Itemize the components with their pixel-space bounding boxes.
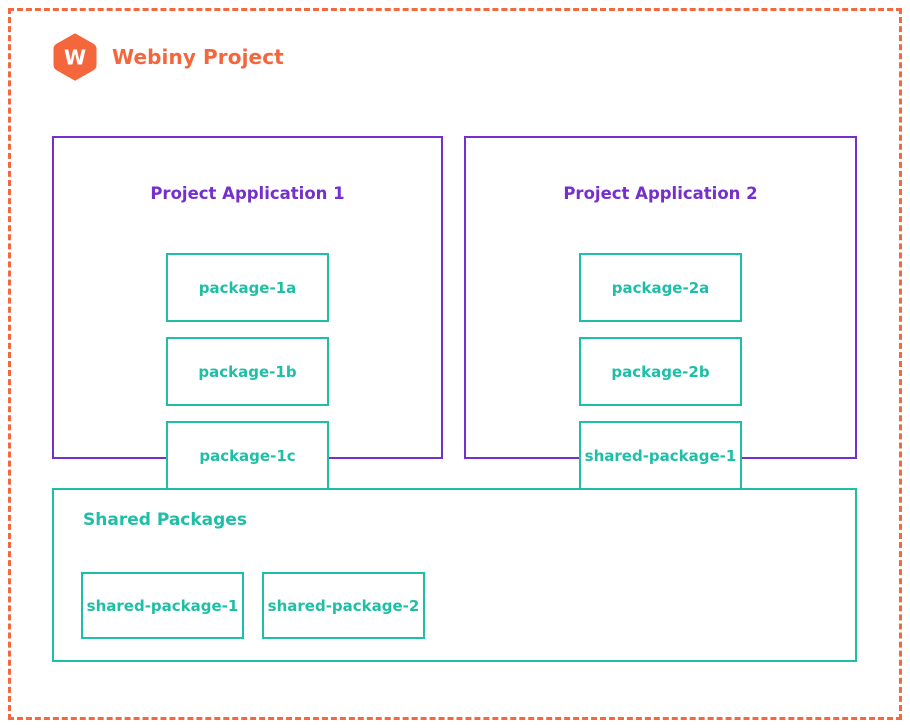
- svg-text:W: W: [64, 46, 86, 70]
- page-title: Webiny Project: [112, 45, 284, 69]
- project-application-panel-1: Project Application 1 package-1a package…: [52, 136, 443, 574]
- project-header: W Webiny Project: [52, 32, 284, 82]
- shared-packages-panel: Shared Packages shared-package-1 shared-…: [52, 488, 857, 662]
- project-boundary: [8, 8, 902, 720]
- webiny-hexagon-logo-icon: W: [52, 32, 98, 82]
- shared-packages-title: Shared Packages: [83, 510, 247, 530]
- package-box[interactable]: package-1b: [166, 337, 329, 406]
- package-box[interactable]: package-2b: [579, 337, 742, 406]
- package-box[interactable]: shared-package-1: [579, 421, 742, 490]
- package-box[interactable]: package-1a: [166, 253, 329, 322]
- package-box[interactable]: shared-package-1: [81, 572, 244, 639]
- shared-package-grid: shared-package-1 shared-package-2: [81, 572, 425, 639]
- application-title: Project Application 2: [563, 184, 758, 203]
- project-application-panel-2: Project Application 2 package-2a package…: [464, 136, 857, 574]
- application-title: Project Application 1: [150, 184, 345, 203]
- package-box[interactable]: shared-package-2: [262, 572, 425, 639]
- package-box[interactable]: package-1c: [166, 421, 329, 490]
- package-box[interactable]: package-2a: [579, 253, 742, 322]
